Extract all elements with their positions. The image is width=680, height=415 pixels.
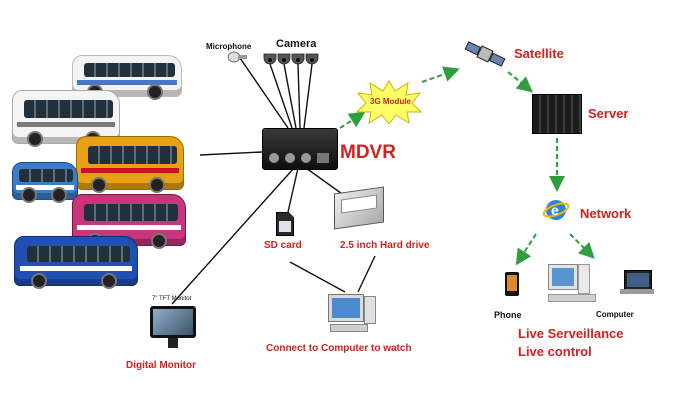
mdvr-to-monitor-line — [171, 167, 295, 305]
3g-to-satellite-arrow — [421, 66, 460, 83]
bus-icon — [14, 236, 138, 289]
3g-module-burst — [356, 80, 422, 124]
microphone-label: Microphone — [206, 42, 252, 51]
satellite-to-server-arrow — [507, 71, 534, 93]
desktop-computer-icon — [328, 294, 376, 334]
network-to-phone-arrow — [515, 233, 537, 266]
3g-module-label: 3G Module — [370, 97, 411, 106]
sd-card-icon — [276, 212, 294, 236]
satellite-icon — [464, 41, 506, 67]
hdd-to-computer-line — [357, 255, 376, 293]
svg-text:e: e — [551, 202, 559, 218]
mic-to-mdvr-line — [239, 57, 289, 129]
mdvr-device-icon — [262, 128, 338, 170]
mdvr-to-hdd-line — [305, 167, 346, 197]
satellite-label: Satellite — [514, 46, 564, 61]
live-control-label: Live control — [518, 344, 592, 359]
smartphone-icon — [505, 272, 519, 296]
mdvr-label: MDVR — [340, 142, 396, 163]
network-to-computer-arrow — [569, 233, 595, 259]
camera-label: Camera — [276, 38, 317, 50]
camera1-to-mdvr-line — [269, 63, 293, 129]
camera2-to-mdvr-line — [283, 63, 297, 129]
bus-to-mdvr-line — [199, 151, 263, 156]
sdcard-to-computer-line — [289, 261, 346, 293]
phone-label: Phone — [494, 310, 522, 320]
server-label: Server — [588, 106, 629, 121]
server-rack-icon — [532, 94, 582, 134]
mdvr-to-3g-arrow — [339, 111, 366, 129]
monitor-model-label: 7" TFT Monitor — [152, 296, 192, 302]
network-label: Network — [580, 206, 632, 221]
camera3-to-mdvr-line — [297, 63, 301, 129]
mdvr-to-sdcard-line — [287, 167, 299, 213]
hard-drive-icon — [334, 186, 384, 230]
digital-monitor-label: Digital Monitor — [126, 360, 196, 371]
bus-icon — [76, 136, 184, 193]
bus-icon — [12, 162, 78, 203]
camera4-to-mdvr-line — [303, 63, 313, 129]
hard-drive-label: 2.5 inch Hard drive — [340, 240, 430, 251]
laptop-icon — [620, 270, 654, 298]
computer-label: Computer — [596, 310, 634, 319]
monitor-icon — [150, 306, 196, 348]
sd-card-label: SD card — [264, 240, 302, 251]
live-surveillance-label: Live Serveillance — [518, 326, 624, 341]
remote-computer-icon — [548, 264, 606, 304]
internet-explorer-icon: e — [542, 200, 570, 220]
connect-computer-label: Connect to Computer to watch — [266, 343, 412, 354]
dome-camera-icon — [263, 53, 319, 65]
microphone-icon — [227, 51, 247, 63]
